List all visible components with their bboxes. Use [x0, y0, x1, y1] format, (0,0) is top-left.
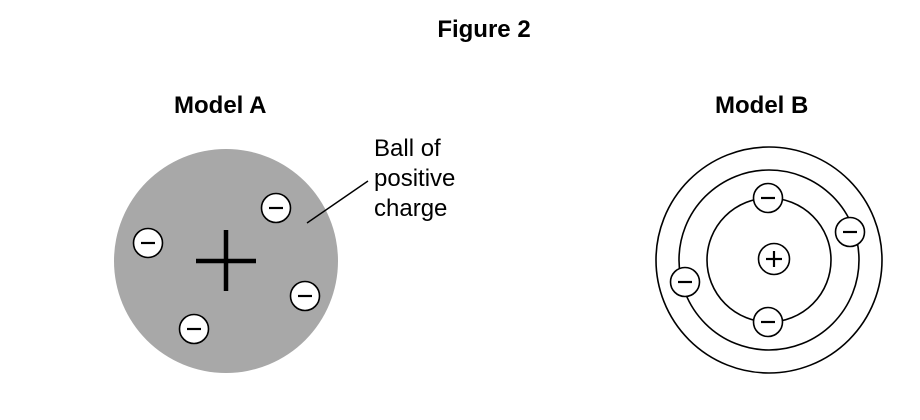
electron-icon: [260, 192, 292, 224]
electron-icon: [752, 306, 784, 338]
nucleus-plus-icon: [757, 242, 791, 276]
annotation-line-1: Ball of: [374, 135, 441, 162]
ball-of-positive-charge-label: Ball of positive charge: [374, 134, 455, 224]
electron-icon: [669, 266, 701, 298]
model-b-diagram: [655, 146, 883, 374]
figure-title: Figure 2: [437, 16, 531, 43]
positive-charge-plus-icon: [196, 230, 256, 291]
electron-icon: [178, 313, 210, 345]
annotation-leader-line: [306, 180, 369, 224]
electron-icon: [289, 280, 321, 312]
annotation-line-3: charge: [374, 195, 448, 222]
model-a-title: Model A: [174, 92, 267, 119]
annotation-line-2: positive: [374, 165, 456, 192]
outer-boundary-circle: [655, 146, 883, 374]
electron-icon: [834, 216, 866, 248]
model-a-diagram: [114, 149, 369, 373]
electron-icon: [132, 227, 164, 259]
electron-icon: [752, 182, 784, 214]
outer-orbit: [678, 169, 860, 351]
model-b-title: Model B: [715, 92, 809, 119]
